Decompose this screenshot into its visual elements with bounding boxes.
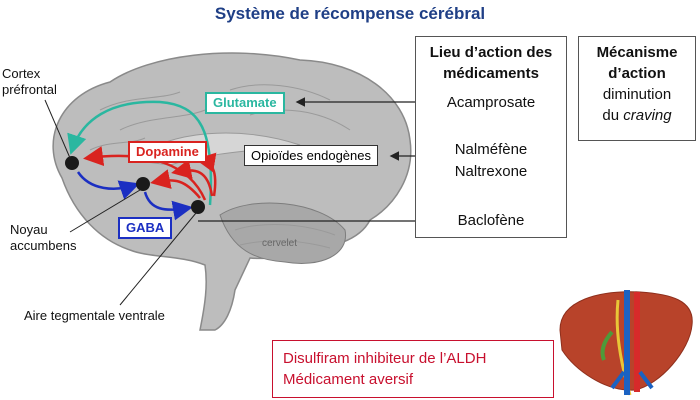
dopamine-tag: Dopamine [128, 141, 207, 163]
mecanisme-box: Mécanisme d’action diminution du craving [578, 36, 696, 141]
drug-baclofene: Baclofène [457, 212, 525, 229]
disulfiram-line2: Médicament aversif [283, 371, 414, 388]
lieu-action-box: Lieu d’action des médicaments Acamprosat… [415, 36, 567, 238]
cortex-label-line2: préfrontal [2, 82, 57, 97]
aire-label: Aire tegmentale ventrale [24, 308, 165, 323]
lieu-action-header: Lieu d’action des médicaments [416, 37, 566, 84]
gaba-arrow-cortex [76, 171, 140, 200]
cortex-node [65, 156, 79, 170]
glutamate-tag: Glutamate [205, 92, 285, 114]
drug-nalmefene: Nalméfène [454, 141, 528, 158]
cortex-label: Cortex préfrontal [2, 66, 57, 98]
mecanisme-header-line2: d’action [608, 65, 666, 82]
noyau-label: Noyau accumbens [10, 222, 76, 254]
lieu-action-header-line1: Lieu d’action des [429, 44, 553, 61]
cerebellum-shape [219, 202, 346, 264]
noyau-label-line2: accumbens [10, 238, 77, 253]
vta-node [191, 200, 205, 214]
gaba-arrow-vta [143, 191, 193, 221]
cortex-label-line1: Cortex [2, 66, 41, 81]
dopamine-arrow-accumbens-2 [171, 159, 214, 197]
cervelet-label: cervelet [262, 238, 298, 249]
opioides-box: Opioïdes endogènes [244, 145, 378, 166]
lieu-action-header-line2: médicaments [443, 65, 539, 82]
accumbens-node [136, 177, 150, 191]
diagram-title: Système de récompense cérébral [214, 4, 486, 23]
mecanisme-header-line1: Mécanisme [596, 44, 678, 61]
disulfiram-line1: Disulfiram inhibiteur de l’ALDH [283, 350, 487, 367]
mecanisme-line2: du craving [602, 107, 672, 124]
dopamine-arrow-accumbens-1 [150, 169, 201, 199]
craving-word: craving [623, 107, 672, 124]
mecanisme-header: Mécanisme d’action [579, 37, 695, 84]
drug-acamprosate: Acamprosate [446, 94, 536, 111]
disulfiram-box: Disulfiram inhibiteur de l’ALDH Médicame… [272, 340, 554, 398]
drug-naltrexone: Naltrexone [454, 163, 528, 180]
mecanisme-line1: diminution [602, 86, 672, 103]
gaba-tag: GABA [118, 217, 173, 239]
noyau-label-line1: Noyau [10, 222, 48, 237]
liver-illustration [559, 290, 693, 396]
